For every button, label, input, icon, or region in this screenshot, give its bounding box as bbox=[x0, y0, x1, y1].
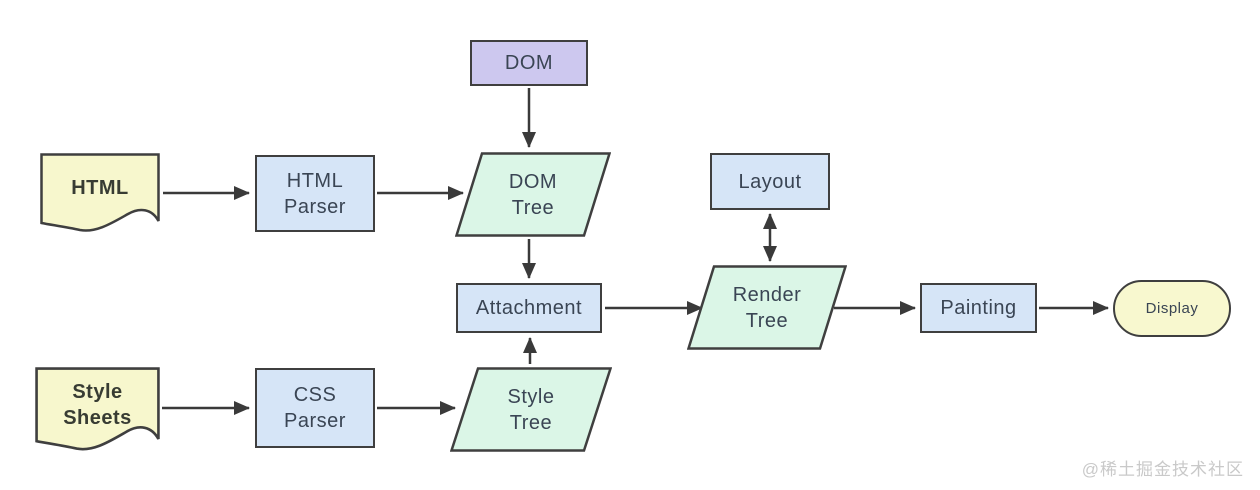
node-html-document-label: HTML bbox=[71, 177, 129, 199]
parallelogram-shape bbox=[450, 367, 612, 452]
node-dom-tree: DOM Tree bbox=[455, 152, 611, 237]
node-attachment-label: Attachment bbox=[475, 297, 583, 319]
node-css-parser-label: CSS Parser bbox=[284, 384, 346, 432]
node-html-document: HTML bbox=[40, 153, 160, 237]
node-style-sheets-label: Style Sheets bbox=[63, 380, 132, 429]
document-shape bbox=[35, 367, 160, 451]
node-style-tree: Style Tree bbox=[450, 367, 612, 452]
node-painting-label: Painting bbox=[940, 297, 1017, 319]
node-html-parser-label: HTML Parser bbox=[284, 169, 346, 218]
node-render-tree: Render Tree bbox=[687, 265, 847, 350]
node-style-tree-label: Style Tree bbox=[507, 385, 555, 434]
node-painting: Painting bbox=[920, 283, 1037, 333]
document-shape bbox=[40, 153, 160, 232]
parallelogram-shape bbox=[455, 152, 611, 237]
node-attachment: Attachment bbox=[456, 283, 602, 333]
node-style-sheets-document: Style Sheets bbox=[35, 367, 160, 456]
node-display: Display bbox=[1113, 280, 1231, 337]
node-css-parser: CSS Parser bbox=[255, 368, 375, 448]
node-html-parser: HTML Parser bbox=[255, 155, 375, 232]
node-display-label: Display bbox=[1145, 299, 1199, 317]
watermark-text: @稀土掘金技术社区 bbox=[1081, 460, 1244, 479]
node-layout: Layout bbox=[710, 153, 830, 210]
parallelogram-shape bbox=[687, 265, 847, 350]
node-dom-label: DOM bbox=[504, 52, 554, 74]
node-dom-tree-label: DOM Tree bbox=[508, 170, 558, 219]
node-layout-label: Layout bbox=[738, 170, 802, 193]
node-dom: DOM bbox=[470, 40, 588, 86]
node-render-tree-label: Render Tree bbox=[732, 283, 802, 332]
